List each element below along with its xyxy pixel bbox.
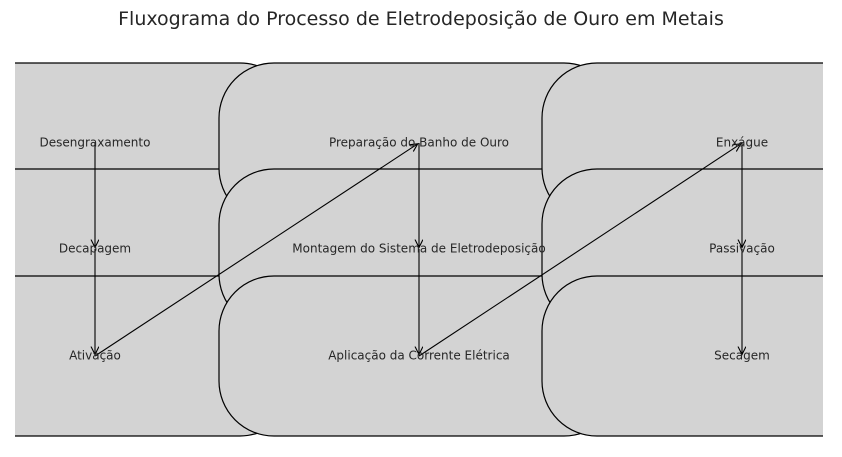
node-montagem-label: Montagem do Sistema de Eletrodeposição bbox=[292, 242, 545, 256]
node-passivacao-label: Passivação bbox=[709, 242, 775, 256]
edge-ativacao-to-preparacao bbox=[94, 144, 418, 357]
node-secagem-label: Secagem bbox=[714, 349, 770, 363]
edge-aplicacao-to-enxague bbox=[418, 144, 741, 357]
node-secagem-shape bbox=[541, 275, 823, 437]
diagram-title: Fluxograma do Processo de Eletrodeposiçã… bbox=[118, 8, 724, 30]
node-decapagem-label: Decapagem bbox=[59, 242, 131, 256]
node-enxague-label: Enxágue bbox=[716, 136, 768, 150]
node-desengraxamento-label: Desengraxamento bbox=[40, 136, 151, 150]
node-preparacao-label: Preparação do Banho de Ouro bbox=[329, 136, 509, 150]
node-aplicacao-label: Aplicação da Corrente Elétrica bbox=[328, 349, 510, 363]
node-ativacao-label: Ativação bbox=[69, 349, 121, 363]
